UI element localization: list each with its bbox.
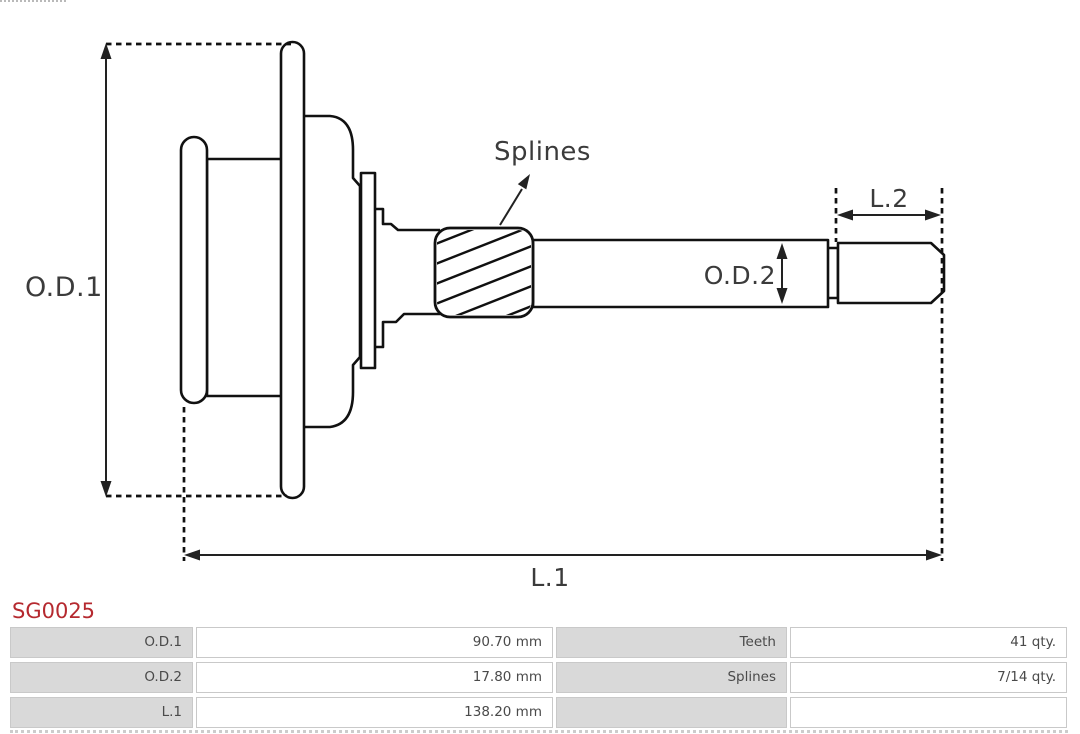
shaft [531,238,830,309]
cropped-border-top [0,0,66,2]
retainer-plate [359,171,377,370]
od1-label: O.D.1 [25,272,103,303]
spec-value-splines: 7/14 qty. [790,662,1067,693]
clutch-housing [301,114,362,429]
od2-label: O.D.2 [704,261,776,290]
spec-label-od2: O.D.2 [10,662,193,693]
spec-value-od1: 90.70 mm [196,627,553,658]
spec-label-teeth: Teeth [556,627,787,658]
spec-value-od2: 17.80 mm [196,662,553,693]
arrowhead-up-right-icon [517,174,530,190]
arrowhead-right-icon [925,209,941,221]
arrowhead-left-icon [184,549,200,561]
table-row: L.1 138.20 mm [10,697,1068,728]
splines-label: Splines [494,137,591,167]
step-profile-bottom [375,312,440,349]
construction-lines [106,42,944,561]
spline-hatching [437,230,531,315]
spec-table: O.D.1 90.70 mm Teeth 41 qty. O.D.2 17.80… [10,627,1068,728]
arrowhead-left-icon [837,209,853,221]
table-row: O.D.2 17.80 mm Splines 7/14 qty. [10,662,1068,693]
splines-arrow-line [499,188,523,226]
gear-outline [179,40,946,500]
part-code-heading: SG0025 [12,599,96,623]
arrowhead-down-icon [776,288,788,304]
front-collar [179,135,209,405]
part-technical-drawing: O.D.1 Splines L.2 O.D.2 L.1 [25,40,946,592]
spec-label-od1: O.D.1 [10,627,193,658]
hub-section [205,157,285,398]
arrowhead-up-icon [100,43,112,59]
l2-label: L.2 [869,184,908,213]
spec-label-empty [556,697,787,728]
step-profile-top [375,207,440,232]
l1-label: L.1 [530,563,569,592]
spec-value-teeth: 41 qty. [790,627,1067,658]
gear-disc [279,40,306,500]
cropped-next-row [10,730,1068,733]
arrowhead-right-icon [926,549,942,561]
spec-value-l1: 138.20 mm [196,697,553,728]
spec-label-l1: L.1 [10,697,193,728]
arrowhead-up-icon [776,243,788,259]
arrowhead-down-icon [100,481,112,497]
dimension-lines [100,43,942,561]
spec-label-splines: Splines [556,662,787,693]
spec-value-empty [790,697,1067,728]
end-cap [836,241,946,305]
table-row: O.D.1 90.70 mm Teeth 41 qty. [10,627,1068,658]
